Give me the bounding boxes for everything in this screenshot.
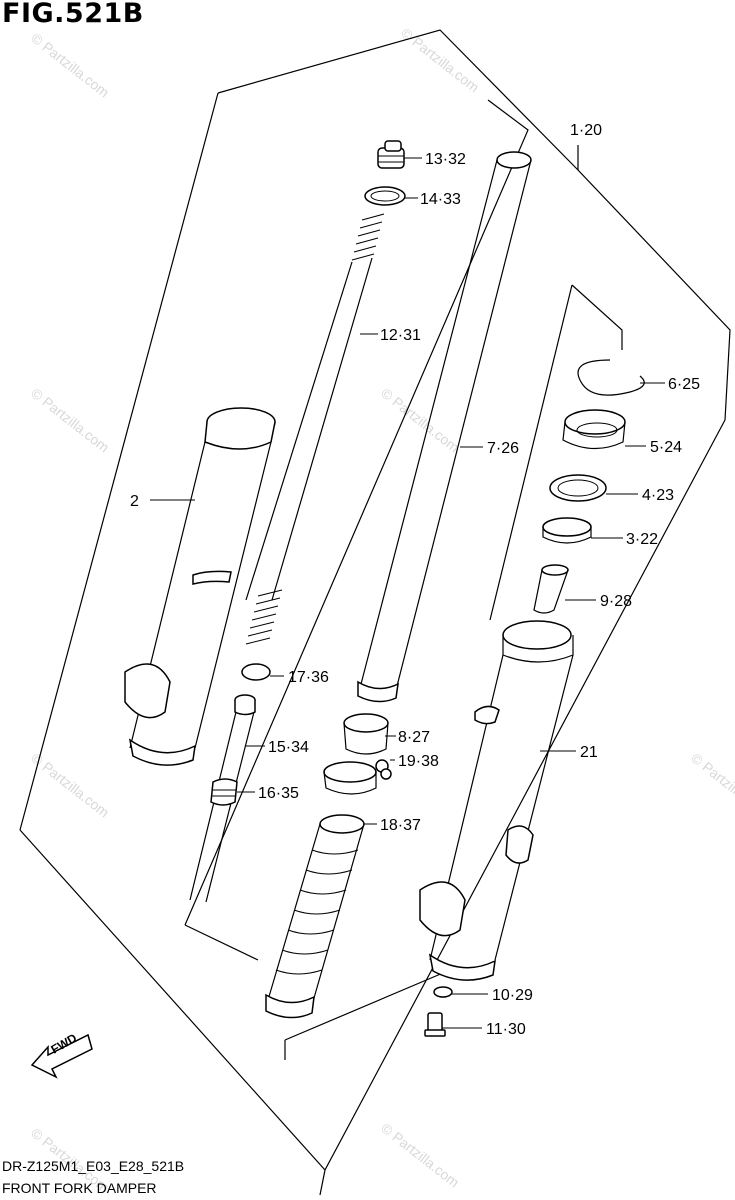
assembly-outline xyxy=(19,29,731,1196)
callout-5-24: 5·24 xyxy=(650,439,682,456)
oil-seal-part xyxy=(562,409,626,450)
circlip-part xyxy=(577,359,645,396)
callout-8-27: 8·27 xyxy=(398,729,430,746)
callout-2: 2 xyxy=(130,493,139,510)
callout-13-32: 13·32 xyxy=(425,151,466,168)
callout-1-20: 1·20 xyxy=(570,122,602,139)
callout-3-22: 3·22 xyxy=(626,531,658,548)
cap-bolt-part xyxy=(377,140,405,169)
callout-12-31: 12·31 xyxy=(380,327,421,344)
drain-washer-part xyxy=(433,986,453,998)
watermark: © Partzilla.com xyxy=(28,385,112,456)
damper-rod-part xyxy=(189,694,256,903)
watermark: © Partzilla.com xyxy=(378,1120,462,1191)
callout-19-38: 19·38 xyxy=(398,753,439,770)
inner-tube-part xyxy=(357,151,532,703)
o-ring-inner xyxy=(370,190,400,202)
callout-15-34: 15·34 xyxy=(268,739,309,756)
diagram-name: FRONT FORK DAMPER xyxy=(2,1180,157,1196)
callout-14-33: 14·33 xyxy=(420,191,461,208)
slide-bushing-part xyxy=(343,713,389,755)
rebound-spring-part xyxy=(210,778,238,806)
fork-spring-lower xyxy=(245,589,283,645)
washer-inner xyxy=(557,479,599,497)
callout-11-30: 11·30 xyxy=(486,1021,526,1038)
leader-lines xyxy=(150,157,665,1029)
watermark: © Partzilla.com xyxy=(688,750,735,821)
watermark: © Partzilla.com xyxy=(378,385,462,456)
callout-7-26: 7·26 xyxy=(487,440,519,457)
fwd-arrow-icon: FWD xyxy=(30,1031,93,1079)
dust-boot-part xyxy=(265,814,365,1019)
callout-4-23: 4·23 xyxy=(642,487,674,504)
watermark: © Partzilla.com xyxy=(28,30,112,101)
callout-16-35: 16·35 xyxy=(258,785,299,802)
callout-18-37: 18·37 xyxy=(380,817,421,834)
callout-21: 21 xyxy=(580,744,598,761)
washer-part xyxy=(549,474,607,502)
damper-bolt-part xyxy=(424,1012,446,1037)
o-ring-part xyxy=(364,186,406,206)
oil-lock-piece-part xyxy=(533,564,569,614)
boot-clamp-small-part xyxy=(375,759,392,780)
callout-9-28: 9·28 xyxy=(600,593,632,610)
retaining-ring-part xyxy=(241,663,271,681)
diagram-code: DR-Z125M1_E03_E28_521B xyxy=(2,1158,185,1174)
callout-6-25: 6·25 xyxy=(668,376,700,393)
outer-tube-left xyxy=(124,407,276,766)
callout-labels: 1·20 13·32 14·33 12·31 7·26 6·25 5·24 4·… xyxy=(130,122,700,1038)
watermark: © Partzilla.com xyxy=(28,750,112,821)
outer-tube-right xyxy=(419,620,574,981)
figure-title: FIG.521B xyxy=(2,0,144,29)
boot-clamp-ring-part xyxy=(323,761,377,795)
callout-17-36: 17·36 xyxy=(288,669,329,686)
fork-spring-upper xyxy=(245,213,385,601)
guide-bushing-part xyxy=(542,517,592,544)
callout-10-29: 10·29 xyxy=(492,987,533,1004)
